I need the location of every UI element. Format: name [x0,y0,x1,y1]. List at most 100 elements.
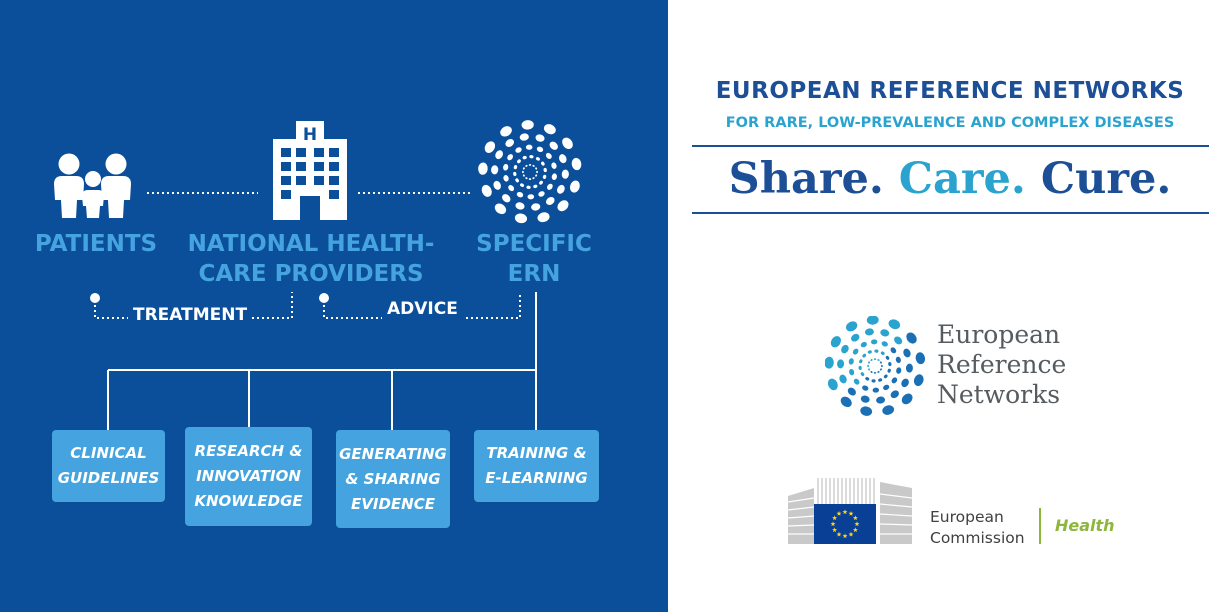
swirl-dot [860,395,870,403]
swirl-dot [890,390,899,399]
swirl-dot [539,180,543,185]
patients-icon [54,153,131,218]
swirl-dot [860,341,867,348]
swirl-dot [866,316,879,325]
swirl-dot [515,178,519,183]
swirl-dot [883,384,890,391]
eu-star [836,531,842,537]
swirl-dot [521,170,524,174]
swirl-dot [516,191,524,198]
swirl-dot [868,368,870,371]
swirl-dot [535,167,538,170]
swirl-dot [891,377,898,384]
swirl-dot [845,321,858,332]
swirl-dot [868,361,870,364]
swirl-dot [830,336,841,348]
eu-star [854,521,860,527]
swirl-dot [876,396,886,404]
diagram-graphics: H [54,120,582,430]
eu-star [830,521,836,527]
swirl-dot [865,377,870,381]
swirl-dot [500,126,512,137]
swirl-dot [853,378,860,385]
top-rule [692,145,1209,147]
swirl-dot [872,387,880,393]
swirl-dot [561,169,569,179]
swirl-dot [525,164,528,167]
swirl-dot [527,194,535,200]
swirl-dot [513,171,517,177]
swirl-dot [535,134,545,142]
swirl-dot [519,133,529,141]
swirl-dot [877,359,880,361]
swirl-dot [517,159,521,164]
slogan-share: Share. [728,154,884,204]
swirl-dot [508,185,515,192]
swirl-dot [913,374,924,387]
swirl-dot [837,359,845,369]
swirl-dot [882,405,895,415]
swirl-dot [543,124,556,135]
eu-star [852,527,858,533]
commission-separator [1039,508,1041,544]
relation-advice: ADVICE [382,299,463,319]
swirl-dot [571,157,582,171]
swirl-dot [903,348,911,358]
swirl-dot [870,359,873,361]
eu-star [836,511,842,516]
treatment-dot [90,293,100,303]
swirl-dot [827,378,838,391]
swirl-dot [873,372,877,374]
activity-research-innovation: RESEARCH & INNOVATION KNOWLEDGE [185,427,312,526]
activity-clinical-guidelines: CLINICAL GUIDELINES [52,430,165,502]
swirl-dot [502,194,511,203]
slogan-care: Care. [898,154,1026,204]
swirl-dot [513,165,518,170]
swirl-dot [529,155,534,159]
swirl-dot [881,341,888,347]
swirl-dot [543,167,547,173]
swirl-dot [862,385,869,391]
swirl-dot [514,213,528,224]
swirl-dot [522,167,525,170]
swirl-dot [532,164,535,167]
bottom-rule [692,212,1209,214]
swirl-dot [569,180,580,193]
slogan-cure: Cure. [1040,154,1172,204]
activity-training-elearning: TRAINING & E-LEARNING [474,430,599,502]
swirl-dot [894,336,903,345]
swirl-dot [536,146,544,153]
swirl-dot [877,371,880,373]
swirl-dot [528,164,532,166]
swirl-dot [549,141,558,150]
advice-dot [319,293,329,303]
swirl-dot [839,374,847,384]
swirl-dot [880,351,885,355]
swirl-dot [515,147,522,153]
swirl-dot [871,379,876,383]
hospital-icon: H [273,121,347,220]
swirl-dot [880,329,890,337]
ern-logo-icon [825,316,925,416]
swirl-dot [860,406,873,416]
swirl-dot [888,362,892,367]
swirl-dot [557,184,565,194]
european-commission-logo [787,478,913,544]
swirl-dot [531,203,541,211]
swirl-dot [541,161,545,166]
swirl-dot [896,367,902,374]
ern-swirl-icon [478,120,582,224]
swirl-dot [535,174,538,177]
swirl-dot [840,396,852,408]
swirl-dot [547,183,553,190]
swirl-dot [562,137,573,149]
swirl-dot [537,212,550,223]
swirl-dot [557,200,569,212]
swirl-dot [859,359,863,364]
swirl-dot [862,353,867,358]
swirl-dot [880,368,882,371]
swirl-dot [494,203,507,215]
eu-star [832,515,838,521]
swirl-dot [867,350,872,354]
swirl-dot [481,184,492,197]
